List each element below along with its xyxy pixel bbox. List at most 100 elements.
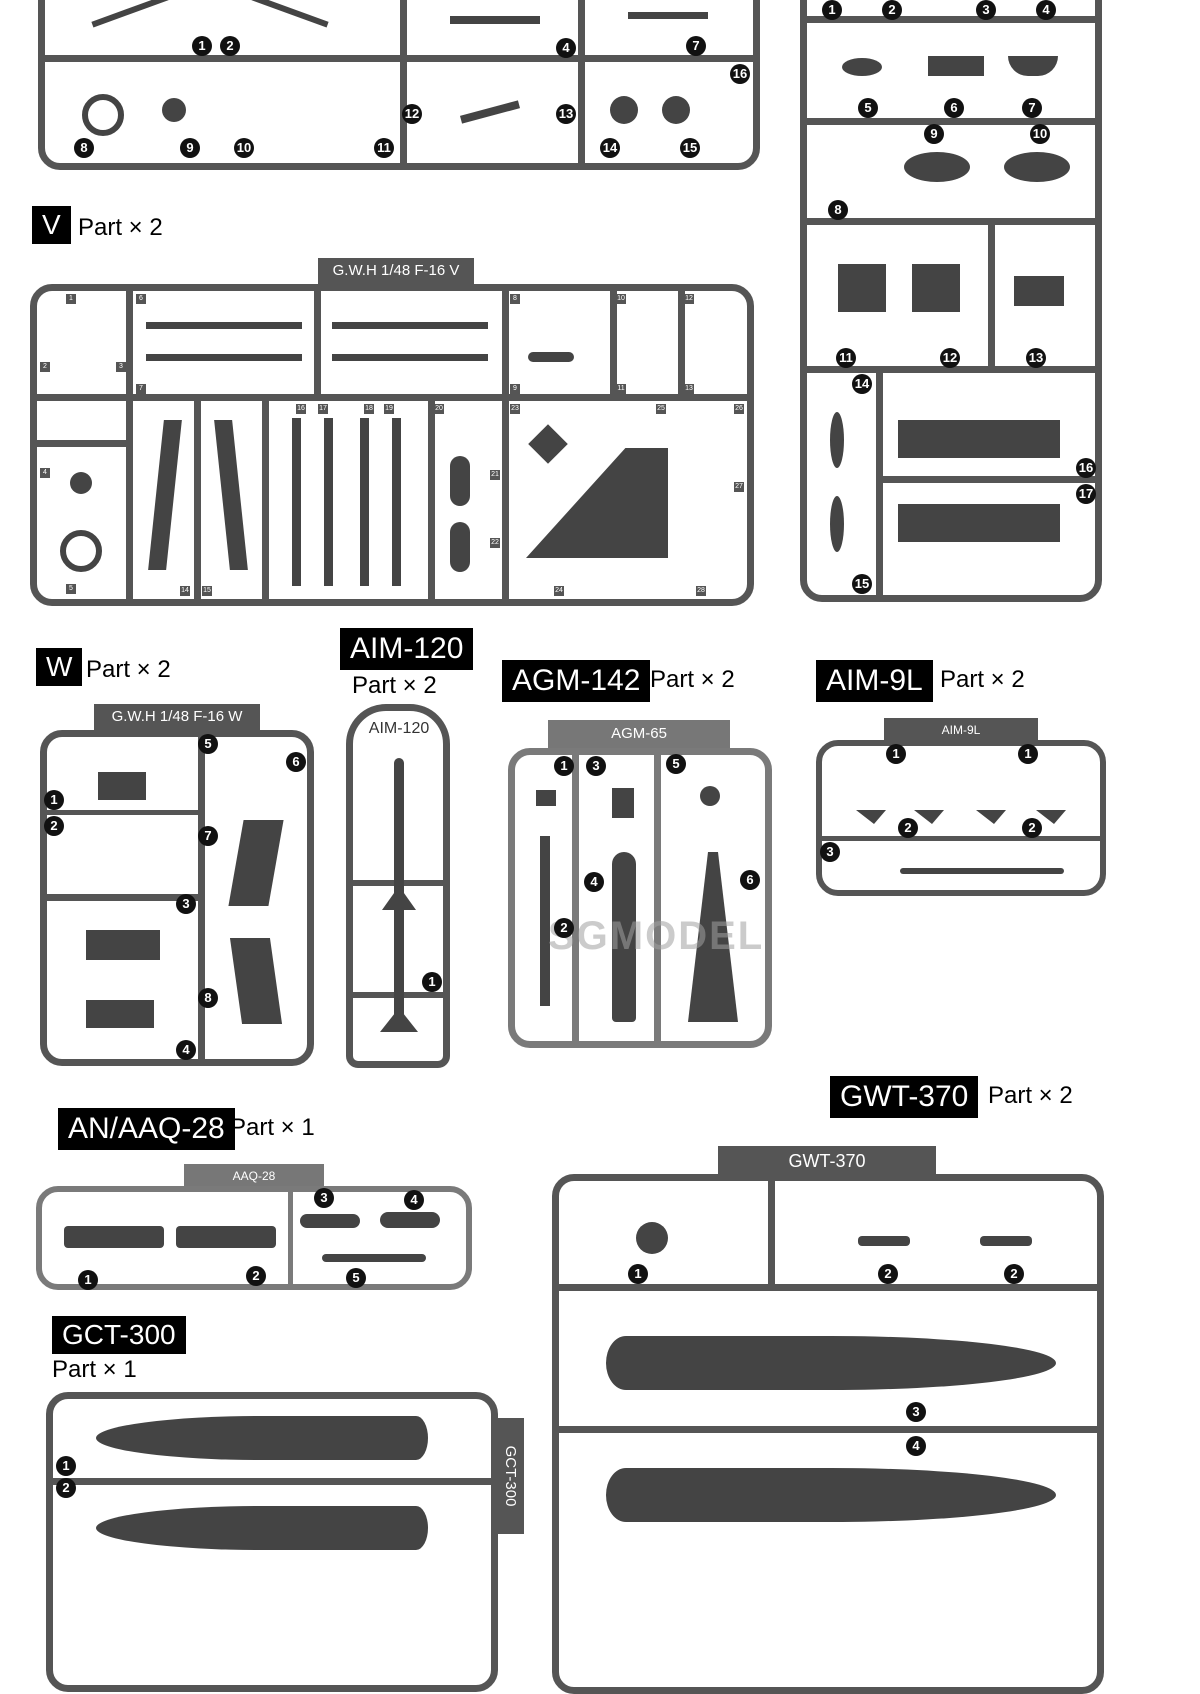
part-number: 16 — [730, 64, 750, 84]
sprue-runner — [610, 288, 617, 398]
part-number: 8 — [198, 988, 218, 1008]
part-number: 4 — [404, 1190, 424, 1210]
gwt370-header: GWT-370 — [718, 1146, 936, 1176]
part-number-small: 17 — [318, 404, 328, 414]
part-number: 6 — [286, 752, 306, 772]
sprue-runner — [556, 1426, 1100, 1433]
sprue-part — [536, 790, 556, 806]
sprue-runner — [50, 1478, 494, 1485]
part-number: 15 — [852, 574, 872, 594]
part-number: 1 — [822, 0, 842, 20]
sprue-part — [1008, 56, 1058, 76]
part-number: 3 — [906, 1402, 926, 1422]
part-number: 13 — [556, 104, 576, 124]
part-number-small: 19 — [384, 404, 394, 414]
part-number-small: 24 — [554, 586, 564, 596]
sprue-v-letter: V — [32, 206, 71, 244]
sprue-part — [146, 354, 302, 361]
part-number: 10 — [234, 138, 254, 158]
sprue-runner — [400, 0, 407, 166]
missile-part — [900, 868, 1064, 874]
sprue-part — [662, 96, 690, 124]
part-number: 2 — [44, 816, 64, 836]
sprue-runner — [40, 55, 756, 62]
sprue-part — [838, 264, 886, 312]
sprue-runner — [428, 398, 435, 602]
part-number: 1 — [554, 756, 574, 776]
sprue-part — [842, 58, 882, 76]
sprue-part — [70, 472, 92, 494]
sprue-runner — [502, 288, 509, 602]
part-number-small: 1 — [66, 294, 76, 304]
gct300-header-text: GCT-300 — [502, 1445, 519, 1507]
part-number: 1 — [1018, 744, 1038, 764]
part-number: 5 — [346, 1268, 366, 1288]
sprue-runner — [988, 222, 995, 370]
sprue-part — [898, 504, 1060, 542]
part-number: 15 — [680, 138, 700, 158]
part-number: 17 — [1076, 484, 1096, 504]
part-number: 11 — [836, 348, 856, 368]
part-number: 3 — [976, 0, 996, 20]
part-number: 2 — [56, 1478, 76, 1498]
part-number: 1 — [44, 790, 64, 810]
sprue-runner — [288, 1190, 293, 1286]
part-number-small: 13 — [684, 384, 694, 394]
fuel-tank-half — [606, 1468, 1056, 1522]
part-number-small: 15 — [202, 586, 212, 596]
part-number-small: 3 — [116, 362, 126, 372]
part-number: 4 — [556, 38, 576, 58]
part-number-small: 14 — [180, 586, 190, 596]
part-number: 5 — [858, 98, 878, 118]
gct300-header: GCT-300 — [496, 1418, 524, 1534]
sprue-part — [162, 98, 186, 122]
aaq28-header: AAQ-28 — [184, 1164, 324, 1188]
sprue-part — [324, 418, 333, 586]
sprue-v-quantity: Part × 2 — [78, 214, 163, 241]
sprue-part — [332, 354, 488, 361]
part-number-small: 25 — [656, 404, 666, 414]
sprue-runner — [32, 440, 130, 447]
part-number-small: 12 — [684, 294, 694, 304]
sprue-part — [450, 456, 470, 506]
sprue-part — [898, 420, 1060, 458]
part-number-small: 21 — [490, 470, 500, 480]
sprue-part — [928, 56, 984, 76]
part-number: 3 — [314, 1188, 334, 1208]
sprue-gwt370 — [552, 1174, 1104, 1694]
sprue-part — [830, 412, 844, 468]
sprue-part — [98, 772, 146, 800]
sprue-part — [332, 322, 488, 329]
sprue-part — [628, 12, 708, 19]
sprue-part — [292, 418, 301, 586]
agm142-title: AGM-142 — [502, 660, 651, 702]
part-number-small: 7 — [136, 384, 146, 394]
sprue-v-header: G.W.H 1/48 F-16 V — [318, 258, 474, 284]
sprue-part — [1004, 152, 1070, 182]
part-number: 3 — [176, 894, 196, 914]
sprue-runner — [802, 16, 1098, 23]
aim120-quantity: Part × 2 — [352, 672, 437, 699]
part-number-small: 6 — [136, 294, 146, 304]
part-number: 12 — [402, 104, 422, 124]
part-number-small: 10 — [616, 294, 626, 304]
part-number: 1 — [56, 1456, 76, 1476]
sprue-runner — [876, 476, 1098, 483]
sprue-part — [980, 1236, 1032, 1246]
sprue-part — [830, 496, 844, 552]
part-number: 14 — [852, 374, 872, 394]
part-number: 13 — [1026, 348, 1046, 368]
sprue-agm142 — [508, 748, 772, 1048]
part-number: 11 — [374, 138, 394, 158]
part-number: 3 — [820, 842, 840, 862]
sprue-runner — [802, 218, 1098, 225]
part-number: 1 — [422, 972, 442, 992]
sprue-part — [450, 16, 540, 24]
sprue-runner — [768, 1178, 775, 1286]
part-number: 1 — [192, 36, 212, 56]
part-number: 9 — [180, 138, 200, 158]
sprue-runner — [314, 288, 321, 398]
part-number: 2 — [882, 0, 902, 20]
sprue-aim120 — [346, 704, 450, 1068]
sprue-runner — [194, 398, 201, 602]
